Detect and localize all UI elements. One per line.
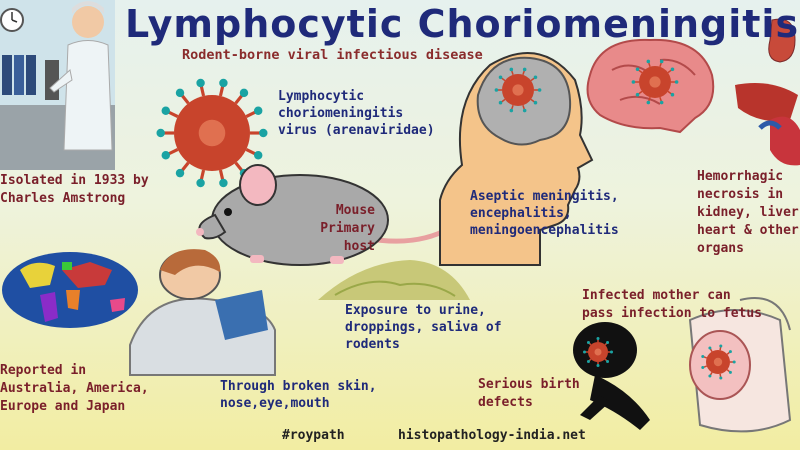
birth-label: Serious birth defects: [478, 376, 580, 412]
footer-website: histopathology-india.net: [398, 428, 586, 443]
history-label: Isolated in 1933 by Charles Amstrong: [0, 172, 149, 208]
mother-label-line: Infected mother can: [582, 288, 731, 303]
virus-badge-fetus: [583, 337, 613, 367]
mouse-label: Mouse Primary host: [305, 202, 375, 256]
mother-label: Infected mother can pass infection to fe…: [582, 287, 762, 323]
virus-label-line: virus (arenaviridae): [278, 123, 435, 138]
history-label-line: Isolated in 1933 by: [0, 173, 149, 188]
virus-badge-head: [494, 67, 542, 113]
organs-label: Hemorrhagic necrosis in kidney, liver, h…: [697, 168, 800, 258]
virus-label: Lymphocytic choriomeningitis virus (aren…: [278, 88, 435, 139]
organs-label-line: kidney, liver,: [697, 205, 800, 220]
footer-hashtag: #roypath: [282, 428, 345, 443]
mouse-label-line: host: [343, 239, 375, 254]
virus-badge-mother: [701, 344, 736, 380]
transmission-label-line: nose,eye,mouth: [220, 396, 330, 411]
head-brain-illustration: [439, 52, 594, 266]
transmission-label: Through broken skin, nose,eye,mouth: [220, 378, 377, 412]
virus-badge-brain: [631, 59, 679, 105]
mouse-illustration: [196, 164, 452, 266]
reported-label-line: Australia, America,: [0, 381, 149, 396]
exposure-label-line: rodents: [345, 337, 400, 352]
exposure-label-line: droppings, saliva of: [345, 320, 502, 335]
organs-label-line: Hemorrhagic: [697, 169, 784, 184]
organs-illustration: [735, 18, 800, 166]
mother-label-line: pass infection to fetus: [582, 306, 763, 321]
scientist-lab-illustration: [0, 0, 115, 170]
organs-label-line: necrosis in: [697, 187, 784, 202]
reported-label-line: Reported in: [0, 363, 87, 378]
history-label-line: Charles Amstrong: [0, 191, 126, 206]
exposure-label-line: Exposure to urine,: [345, 303, 486, 318]
world-map-illustration: [2, 252, 138, 328]
virus-label-line: Lymphocytic: [278, 89, 365, 104]
transmission-label-line: Through broken skin,: [220, 379, 377, 394]
virus-particle: [156, 78, 268, 188]
brain-label: Aseptic meningitis, encephalitis, mening…: [470, 188, 619, 239]
fetus-illustration: [573, 322, 650, 430]
mouse-label-line: Mouse: [335, 203, 375, 218]
droppings-pile-illustration: [318, 260, 470, 300]
reported-label-line: Europe and Japan: [0, 399, 126, 414]
virus-badges: [494, 59, 736, 380]
virus-label-line: choriomeningitis: [278, 106, 404, 121]
brain-label-line: encephalitis,: [470, 206, 572, 221]
sick-child-illustration: [129, 249, 276, 376]
birth-label-line: defects: [478, 395, 533, 410]
brain-label-line: meningoencephalitis: [470, 223, 619, 238]
reported-label: Reported in Australia, America, Europe a…: [0, 362, 149, 416]
mouse-label-line: Primary: [320, 221, 375, 236]
page-title: Lymphocytic Choriomeningitis: [125, 2, 800, 46]
birth-label-line: Serious birth: [478, 377, 580, 392]
page-subtitle: Rodent-borne viral infectious disease: [182, 47, 483, 63]
virus-illustration: [156, 78, 268, 188]
brain-label-line: Aseptic meningitis,: [470, 189, 619, 204]
exposure-label: Exposure to urine, droppings, saliva of …: [345, 302, 502, 353]
organs-label-line: organs: [697, 241, 744, 256]
organs-label-line: heart & other: [697, 223, 799, 238]
